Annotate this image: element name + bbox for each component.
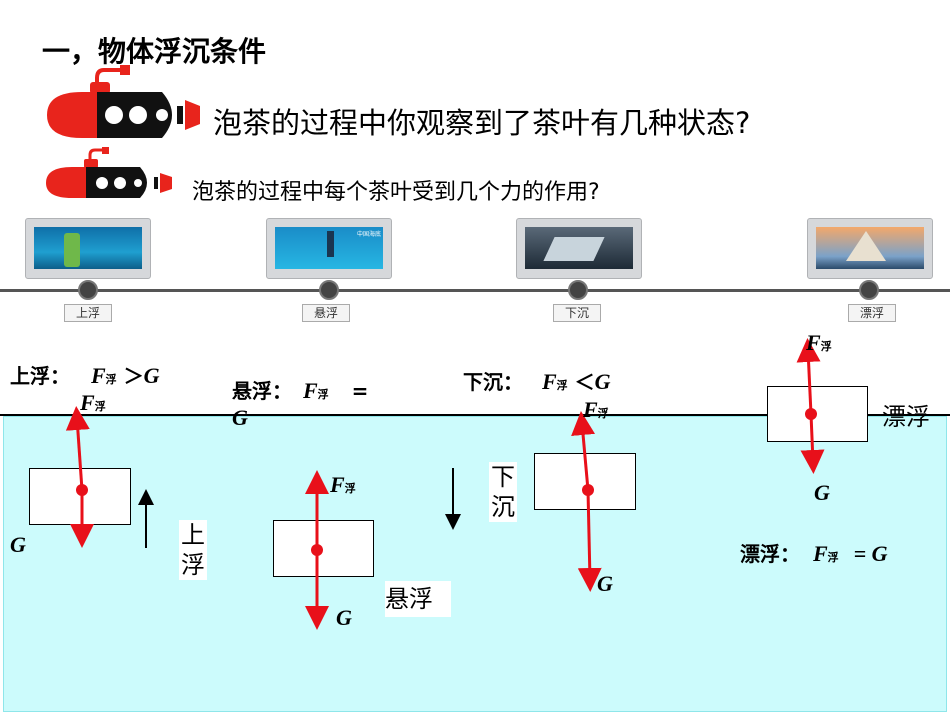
object-box-suspend bbox=[273, 520, 374, 577]
condition-suspend-g: G bbox=[232, 405, 248, 430]
force-label-suspend-buoyancy: F浮 bbox=[330, 472, 356, 497]
force-label-suspend-gravity: G bbox=[336, 605, 352, 630]
sinking-scene-image bbox=[525, 227, 633, 269]
underwater-scene-image bbox=[34, 227, 142, 269]
force-label-up-gravity: G bbox=[10, 532, 26, 557]
underwater-scene-image: 中国海底 bbox=[275, 227, 383, 269]
timeline-label-float[interactable]: 漂浮 bbox=[848, 304, 896, 322]
timeline-knob[interactable] bbox=[568, 280, 588, 300]
state-label-sink: 下沉 bbox=[489, 462, 517, 522]
force-label-float-gravity: G bbox=[814, 480, 830, 505]
question-2: 泡茶的过程中每个茶叶受到几个力的作用? bbox=[192, 180, 600, 205]
timeline-knob[interactable] bbox=[319, 280, 339, 300]
force-label-sink-buoyancy: F浮 bbox=[583, 397, 609, 422]
video-thumbnail-float[interactable] bbox=[807, 218, 933, 279]
timeline-label-suspend[interactable]: 悬浮 bbox=[302, 304, 350, 322]
object-box-float bbox=[767, 386, 868, 442]
state-label-float: 漂浮 bbox=[882, 403, 930, 431]
state-label-suspend: 悬浮 bbox=[385, 581, 451, 617]
condition-suspend: 悬浮： F浮 = bbox=[232, 378, 369, 403]
video-thumbnail-sink[interactable] bbox=[516, 218, 642, 279]
question-1: 泡茶的过程中你观察到了茶叶有几种状态? bbox=[213, 106, 751, 140]
timeline-line bbox=[0, 289, 950, 292]
video-thumbnail-suspend[interactable]: 中国海底 bbox=[266, 218, 392, 279]
sailing-ship-image bbox=[816, 227, 924, 269]
force-label-float-buoyancy: F浮 bbox=[806, 330, 832, 355]
submarine-icon bbox=[46, 147, 172, 198]
video-thumbnail-up[interactable] bbox=[25, 218, 151, 279]
submarine-icon bbox=[47, 65, 200, 138]
water-area bbox=[3, 416, 947, 712]
page-title: 一，物体浮沉条件 bbox=[42, 35, 267, 68]
timeline-label-up[interactable]: 上浮 bbox=[64, 304, 112, 322]
timeline-label-sink[interactable]: 下沉 bbox=[553, 304, 601, 322]
force-label-up-buoyancy: F浮 bbox=[80, 390, 106, 415]
timeline-knob[interactable] bbox=[78, 280, 98, 300]
condition-sink: 下沉： F浮 ＜G bbox=[463, 369, 611, 394]
condition-up: 上浮： F浮 ＞G bbox=[10, 363, 160, 388]
condition-float: 漂浮： F浮 = G bbox=[740, 541, 888, 566]
state-label-up: 上浮 bbox=[179, 520, 207, 580]
water-surface-line bbox=[0, 414, 950, 416]
force-label-sink-gravity: G bbox=[597, 571, 613, 596]
timeline-knob[interactable] bbox=[859, 280, 879, 300]
